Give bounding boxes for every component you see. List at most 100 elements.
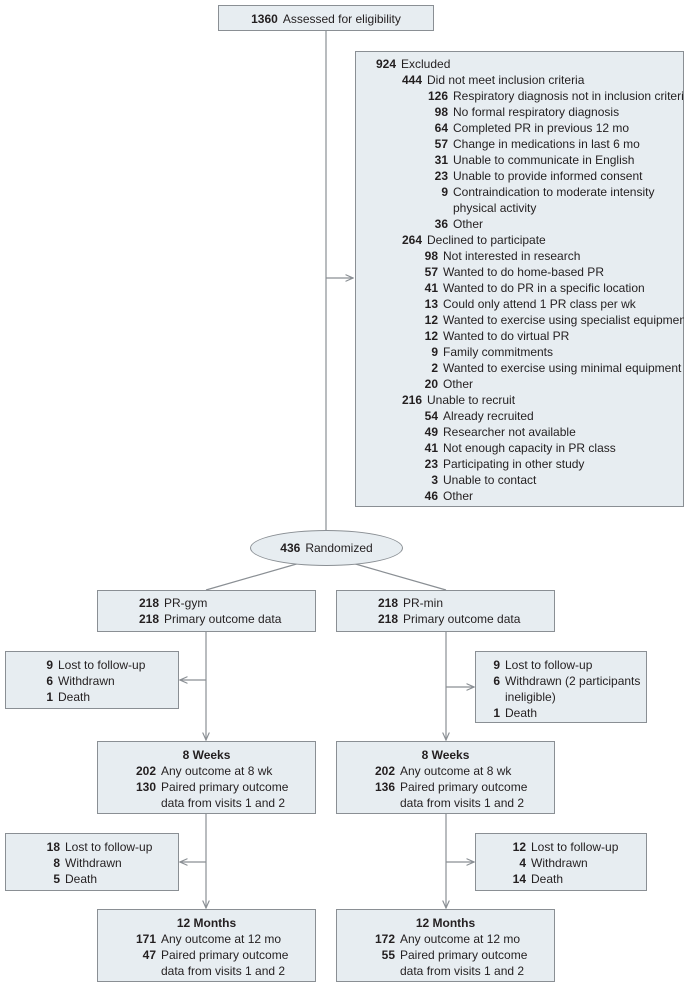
alloc-label: Primary outcome data [164,612,282,626]
alloc-label: PR-gym [164,596,208,610]
outcome-count: 47 [142,948,156,962]
loss-count: 18 [46,840,60,854]
loss-count: 4 [519,856,526,870]
group-label: Unable to recruit [427,393,516,407]
loss-label: Death [531,872,564,886]
item-count: 13 [424,297,438,311]
loss-label: Death [505,706,538,720]
alloc-count: 218 [377,612,398,626]
loss-label: Death [58,690,91,704]
loss-count: 9 [46,658,53,672]
item-count: 46 [424,489,438,503]
item-label: Wanted to exercise using specialist equi… [443,313,684,327]
excluded-label: Excluded [401,57,451,71]
item-label: Wanted to do virtual PR [443,329,570,343]
loss-label: Lost to follow-up [58,658,146,672]
outcome-label: Paired primary outcome data from visits … [161,948,289,978]
outcome-label: Paired primary outcome data from visits … [161,780,289,810]
loss-label: Lost to follow-up [65,840,153,854]
item-label: Already recruited [443,409,534,423]
excluded-box: 924 Excluded 444 Did not meet inclusion … [355,51,684,507]
item-count: 9 [441,185,448,199]
alloc-label: Primary outcome data [403,612,521,626]
loss-count: 14 [512,872,526,886]
randomized-oval: 436 Randomized [250,530,403,566]
item-count: 57 [434,137,448,151]
loss-label: Withdrawn (2 participants ineligible) [505,674,641,704]
item-label: Other [453,217,484,231]
item-count: 64 [434,121,448,135]
alloc-label: PR-min [403,596,444,610]
item-count: 3 [431,473,438,487]
assessed-box: 1360 Assessed for eligibility [218,5,434,31]
item-count: 49 [424,425,438,439]
outcome-label: Any outcome at 12 mo [161,932,282,946]
item-label: Other [443,489,474,503]
gym-12-months-title: 12 Months [176,916,237,930]
group-count: 264 [401,233,422,247]
alloc-count: 218 [138,612,159,626]
item-label: Family commitments [443,345,554,359]
loss-label: Lost to follow-up [505,658,593,672]
item-label: Unable to contact [443,473,537,487]
item-label: Not interested in research [443,249,581,263]
excluded-count: 924 [375,57,396,71]
loss-count: 9 [493,658,500,672]
item-count: 20 [424,377,438,391]
outcome-count: 136 [374,780,395,794]
group-count: 444 [401,73,422,87]
outcome-label: Any outcome at 8 wk [161,764,273,778]
item-count: 23 [434,169,448,183]
loss-count: 12 [512,840,526,854]
group-count: 216 [401,393,422,407]
split-line-min [351,562,447,591]
gym-12-months-box: 12 Months 171 Any outcome at 12 mo 47 Pair… [97,909,316,982]
outcome-count: 172 [374,932,395,946]
item-count: 31 [434,153,448,167]
outcome-count: 202 [374,764,395,778]
split-line-gym [205,562,301,591]
item-label: Unable to communicate in English [453,153,635,167]
item-label: Wanted to do home-based PR [443,265,604,279]
loss-label: Withdrawn [65,856,122,870]
item-label: Researcher not available [443,425,576,439]
loss-count: 6 [493,674,500,688]
outcome-label: Paired primary outcome data from visits … [400,948,528,978]
min-12-months-title: 12 Months [415,916,476,930]
item-count: 41 [424,281,438,295]
item-label: Participating in other study [443,457,585,471]
randomized-count: 436 [280,541,301,555]
item-label: Could only attend 1 PR class per wk [443,297,636,311]
item-label: Change in medications in last 6 mo [453,137,640,151]
item-label: Not enough capacity in PR class [443,441,616,455]
item-label: Respiratory diagnosis not in inclusion c… [453,89,684,103]
outcome-count: 202 [135,764,156,778]
item-label: Completed PR in previous 12 mo [453,121,630,135]
group-label: Did not meet inclusion criteria [427,73,585,87]
item-count: 126 [427,89,448,103]
item-count: 12 [424,313,438,327]
assessed-count: 1360 [251,12,278,26]
item-count: 57 [424,265,438,279]
min-loss-box-1: 9 Lost to follow-up 6 Withdrawn (2 partici… [475,651,647,723]
loss-count: 5 [53,872,60,886]
item-label: Wanted to exercise using minimal equipme… [443,361,682,375]
item-count: 12 [424,329,438,343]
outcome-count: 171 [135,932,156,946]
alloc-count: 218 [377,596,398,610]
item-count: 9 [431,345,438,359]
group-label: Declined to participate [427,233,546,247]
item-label: Other [443,377,474,391]
alloc-count: 218 [138,596,159,610]
loss-label: Lost to follow-up [531,840,619,854]
assessed-label: Assessed for eligibility [282,12,401,26]
item-label: Wanted to do PR in a specific location [443,281,645,295]
